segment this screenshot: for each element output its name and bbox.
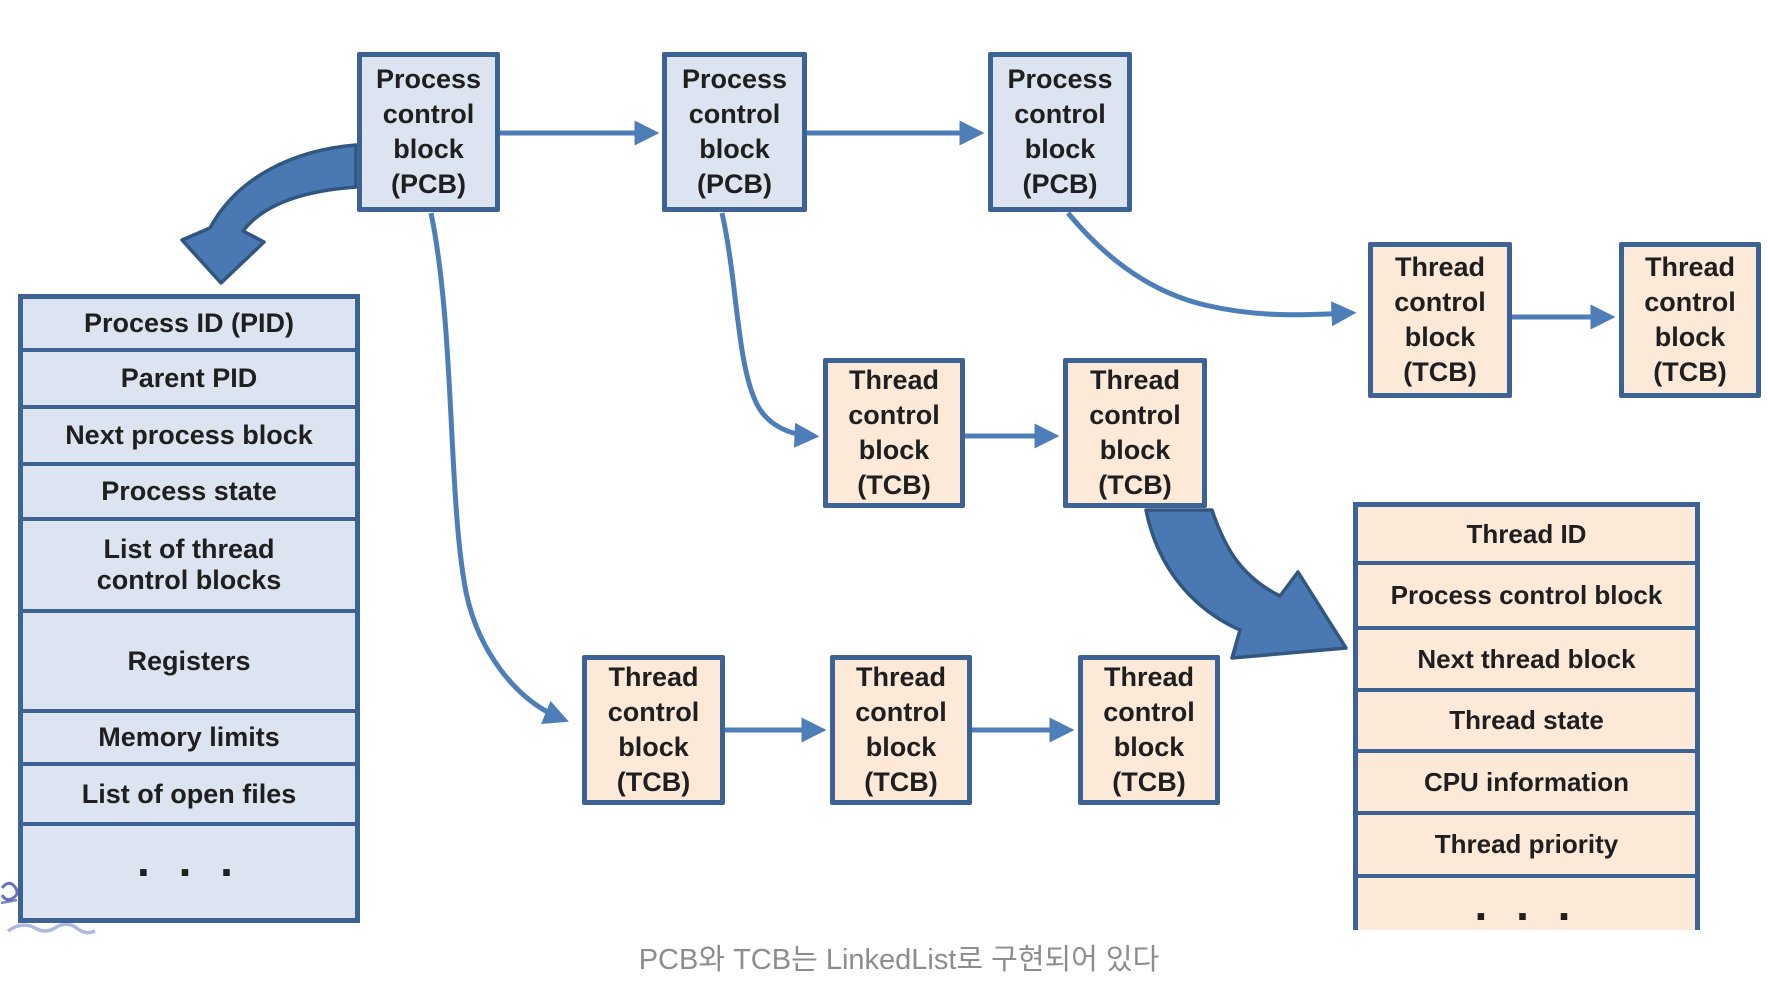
block-arrow-pcb-detail (180, 143, 358, 285)
pcb-table-row-next-process-block: Next process block (23, 409, 355, 466)
pcb-box-3: Process control block (PCB) (988, 52, 1132, 212)
tcb-table-row-cpu-information: CPU information (1358, 753, 1695, 815)
diagram-caption: PCB와 TCB는 LinkedList로 구현되어 있다 (638, 944, 1160, 976)
tcb-table-row-next-thread-block: Next thread block (1358, 630, 1695, 692)
tcb-box-bottom-2: Thread control block (TCB) (830, 655, 972, 805)
arrow-pcb1-to-thread-list (428, 212, 569, 725)
tcb-detail-table: Thread ID Process control block Next thr… (1353, 502, 1700, 930)
pcb-table-row-ellipsis: . . . (23, 826, 355, 918)
tcb-table-row-ellipsis: . . . (1358, 878, 1695, 930)
tcb-table-row-thread-state: Thread state (1358, 692, 1695, 753)
tcb-table-row-process-control-block: Process control block (1358, 565, 1695, 630)
pcb-table-row-list-of-tcbs: List of thread control blocks (23, 521, 355, 613)
pcb-table-row-memory-limits: Memory limits (23, 713, 355, 766)
block-arrow-tcb-detail (1144, 508, 1348, 660)
pcb-detail-table: Process ID (PID) Parent PID Next process… (18, 294, 360, 923)
pcb-box-2: Process control block (PCB) (662, 52, 807, 212)
pcb-table-row-parent-pid: Parent PID (23, 352, 355, 409)
tcb-box-mid-1: Thread control block (TCB) (823, 358, 965, 508)
pcb-table-row-process-state: Process state (23, 466, 355, 521)
tcb-box-bottom-3: Thread control block (TCB) (1078, 655, 1220, 805)
pcb-table-row-open-files: List of open files (23, 766, 355, 826)
tcb-table-row-thread-priority: Thread priority (1358, 815, 1695, 878)
tcb-box-right-1: Thread control block (TCB) (1368, 242, 1512, 398)
tcb-table-row-thread-id: Thread ID (1358, 507, 1695, 565)
tcb-box-right-2: Thread control block (TCB) (1619, 242, 1761, 398)
arrow-pcb3-to-thread-list (1066, 211, 1357, 327)
watermark-scribble (0, 881, 96, 935)
pcb-table-row-process-id: Process ID (PID) (23, 299, 355, 352)
tcb-box-bottom-1: Thread control block (TCB) (582, 655, 725, 805)
tcb-box-mid-2: Thread control block (TCB) (1063, 358, 1207, 508)
pcb-table-row-registers: Registers (23, 613, 355, 713)
pcb-box-1: Process control block (PCB) (357, 52, 500, 212)
arrow-pcb2-to-thread-list (719, 212, 820, 448)
